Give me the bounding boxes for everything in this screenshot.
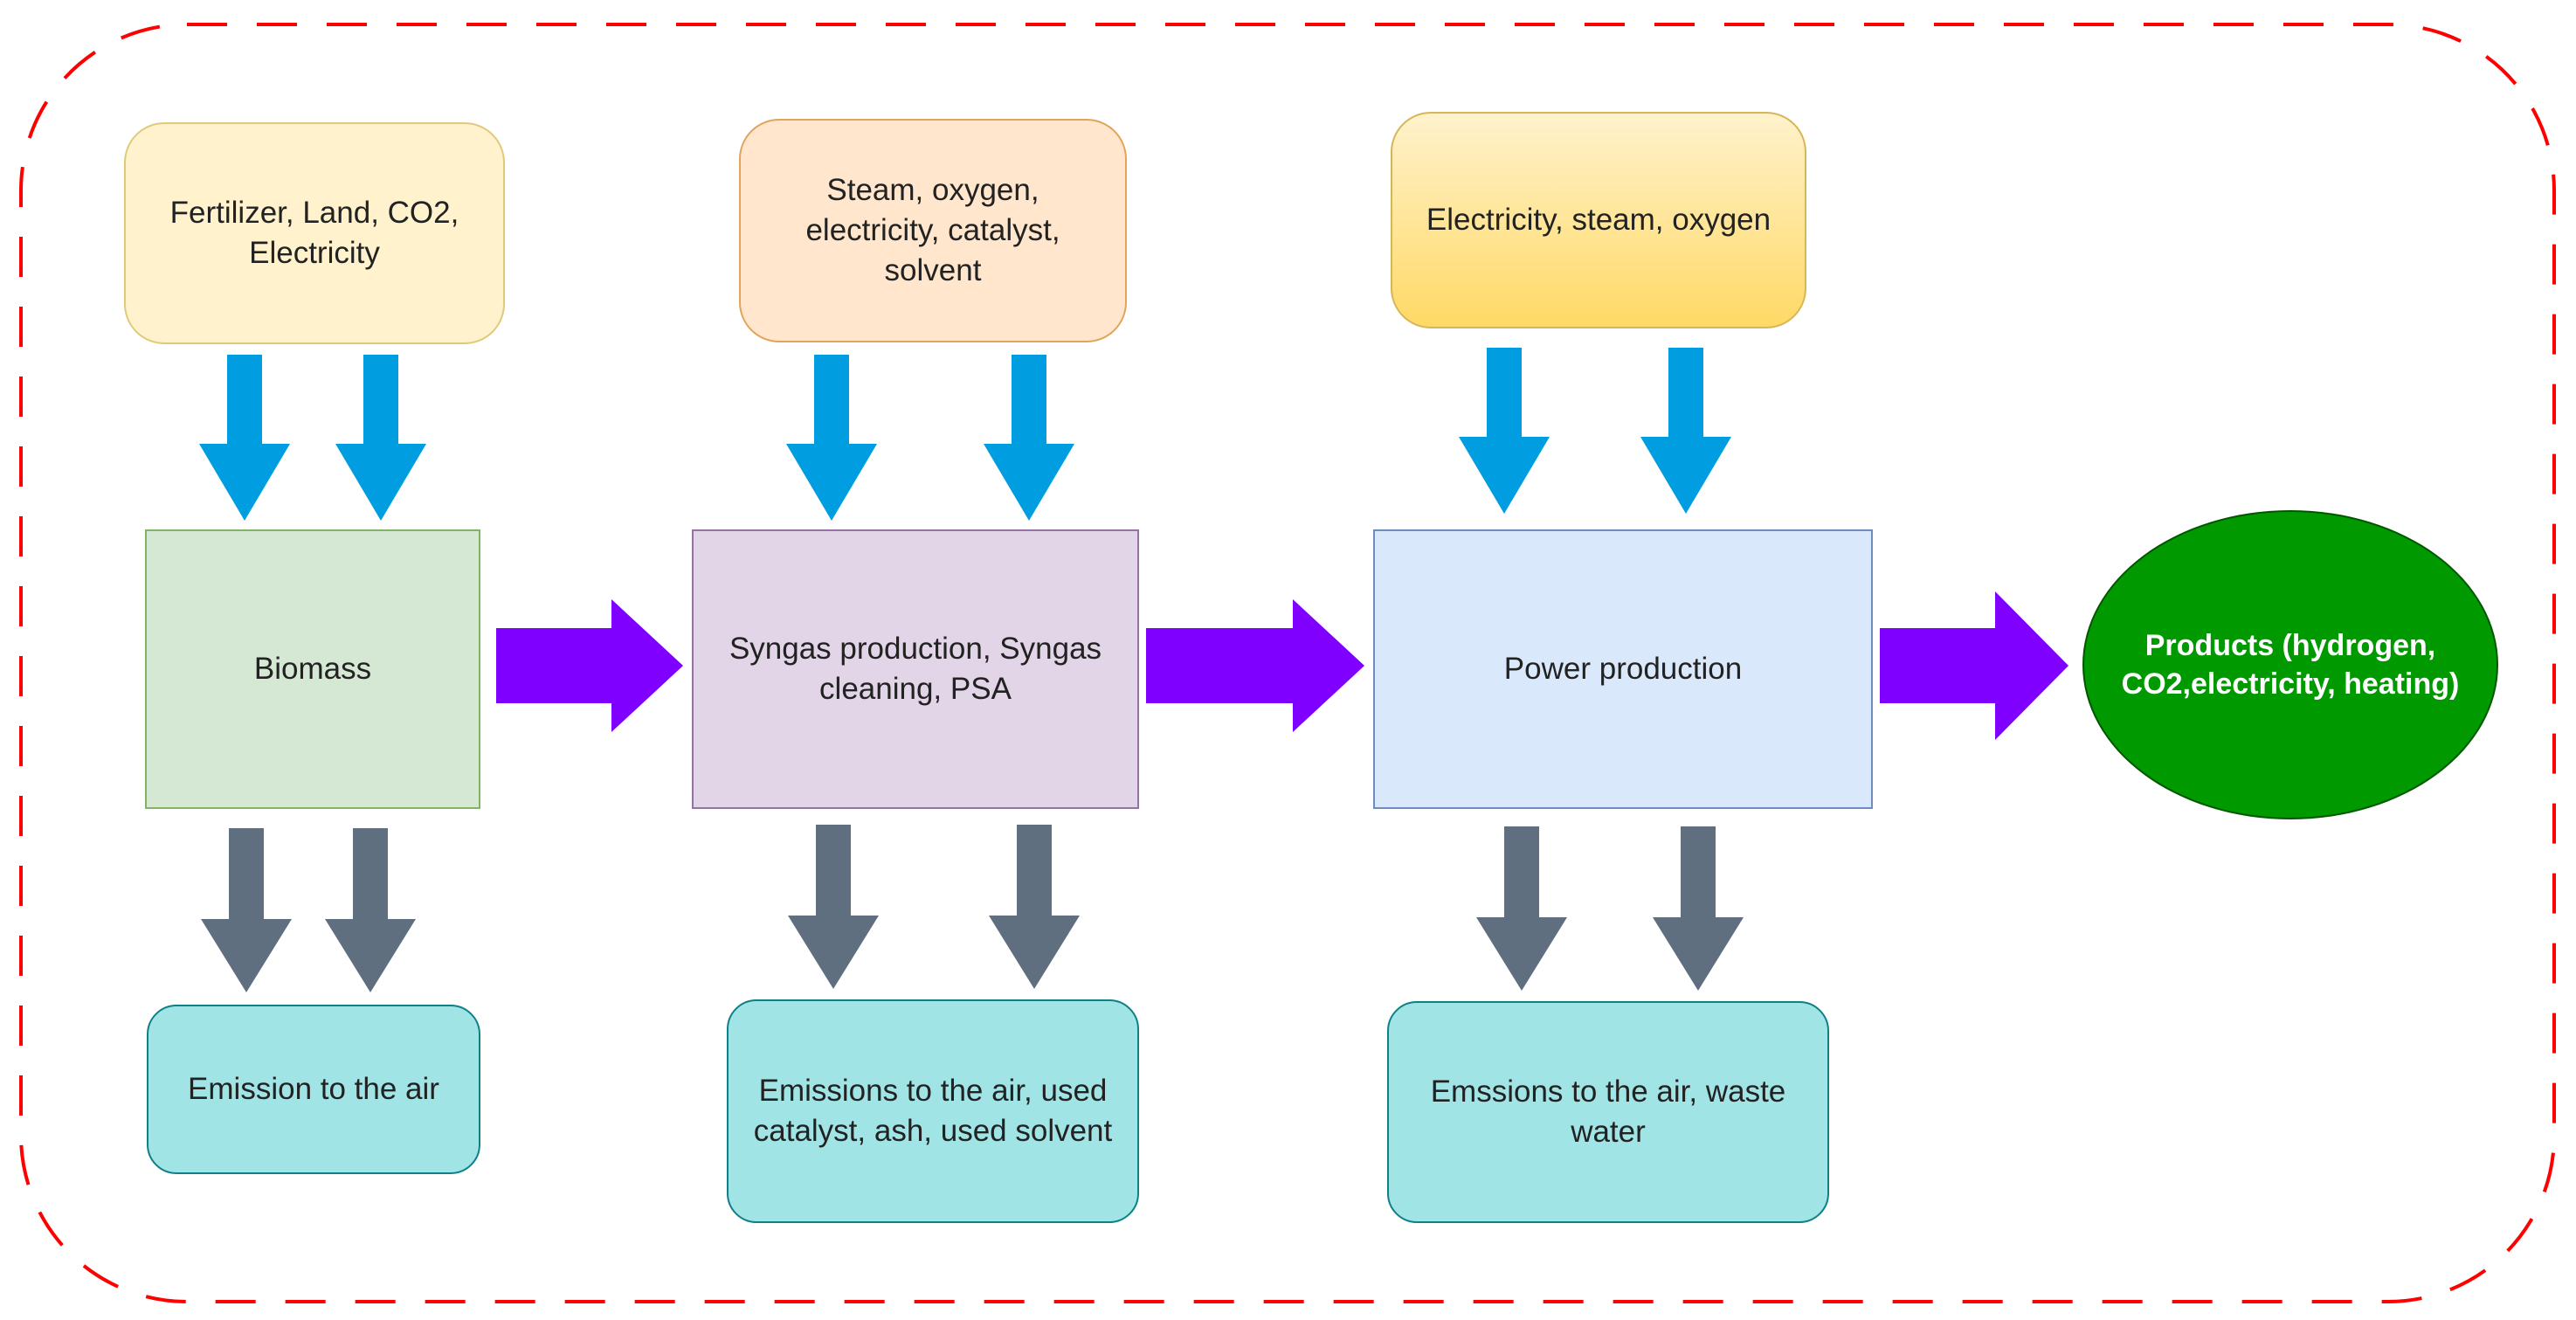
stage-2-input-box: Steam, oxygen, electricity, catalyst, so… (739, 119, 1127, 342)
stage-2-output-arrow-right (989, 825, 1080, 989)
stage-1-output-box: Emission to the air (147, 1005, 480, 1174)
stage-1-process-label: Biomass (253, 652, 372, 686)
stage-2-output-label: Emissions to the air, used catalyst, ash… (753, 1074, 1113, 1148)
system-boundary (19, 23, 2556, 1303)
stage-1-output-arrow-left (201, 828, 292, 992)
flow-arrow-biomass-to-syngas (496, 599, 683, 732)
stage-3-output-label: Emssions to the air, waste water (1430, 1075, 1786, 1149)
stage-3-input-label: Electricity, steam, oxygen (1426, 203, 1771, 237)
stage-2-output-arrow-left (788, 825, 879, 989)
stage-3-process-box: Power production (1373, 529, 1873, 809)
stage-3-output-arrow-left (1476, 826, 1567, 991)
stage-3-input-arrow-left (1459, 348, 1550, 514)
stage-1-output-arrow-right (325, 828, 416, 992)
products-label: Products (hydrogen, CO2,electricity, hea… (2121, 629, 2460, 701)
stage-3-input-arrow-right (1640, 348, 1731, 514)
stage-1-input-arrow-right (335, 355, 426, 521)
stage-1-input-box: Fertilizer, Land, CO2, Electricity (124, 122, 505, 344)
flow-arrow-syngas-to-power (1146, 599, 1364, 732)
stage-2-input-arrow-left (786, 355, 877, 521)
stage-3-output-arrow-right (1653, 826, 1744, 991)
stage-3-process-label: Power production (1503, 652, 1743, 686)
products-ellipse: Products (hydrogen, CO2,electricity, hea… (2082, 510, 2498, 819)
stage-2-output-box: Emissions to the air, used catalyst, ash… (727, 999, 1139, 1223)
stage-1-process-box: Biomass (145, 529, 480, 809)
stage-2-input-label: Steam, oxygen, electricity, catalyst, so… (805, 173, 1060, 287)
stage-2-process-box: Syngas production, Syngas cleaning, PSA (692, 529, 1139, 809)
stage-2-process-label: Syngas production, Syngas cleaning, PSA (729, 632, 1102, 706)
stage-3-input-box: Electricity, steam, oxygen (1391, 112, 1806, 328)
flow-arrow-power-to-products (1880, 591, 2068, 740)
stage-3-output-box: Emssions to the air, waste water (1387, 1001, 1829, 1223)
stage-1-input-arrow-left (199, 355, 290, 521)
stage-1-input-label: Fertilizer, Land, CO2, Electricity (169, 196, 459, 270)
stage-2-input-arrow-right (984, 355, 1074, 521)
stage-1-output-label: Emission to the air (188, 1072, 439, 1106)
